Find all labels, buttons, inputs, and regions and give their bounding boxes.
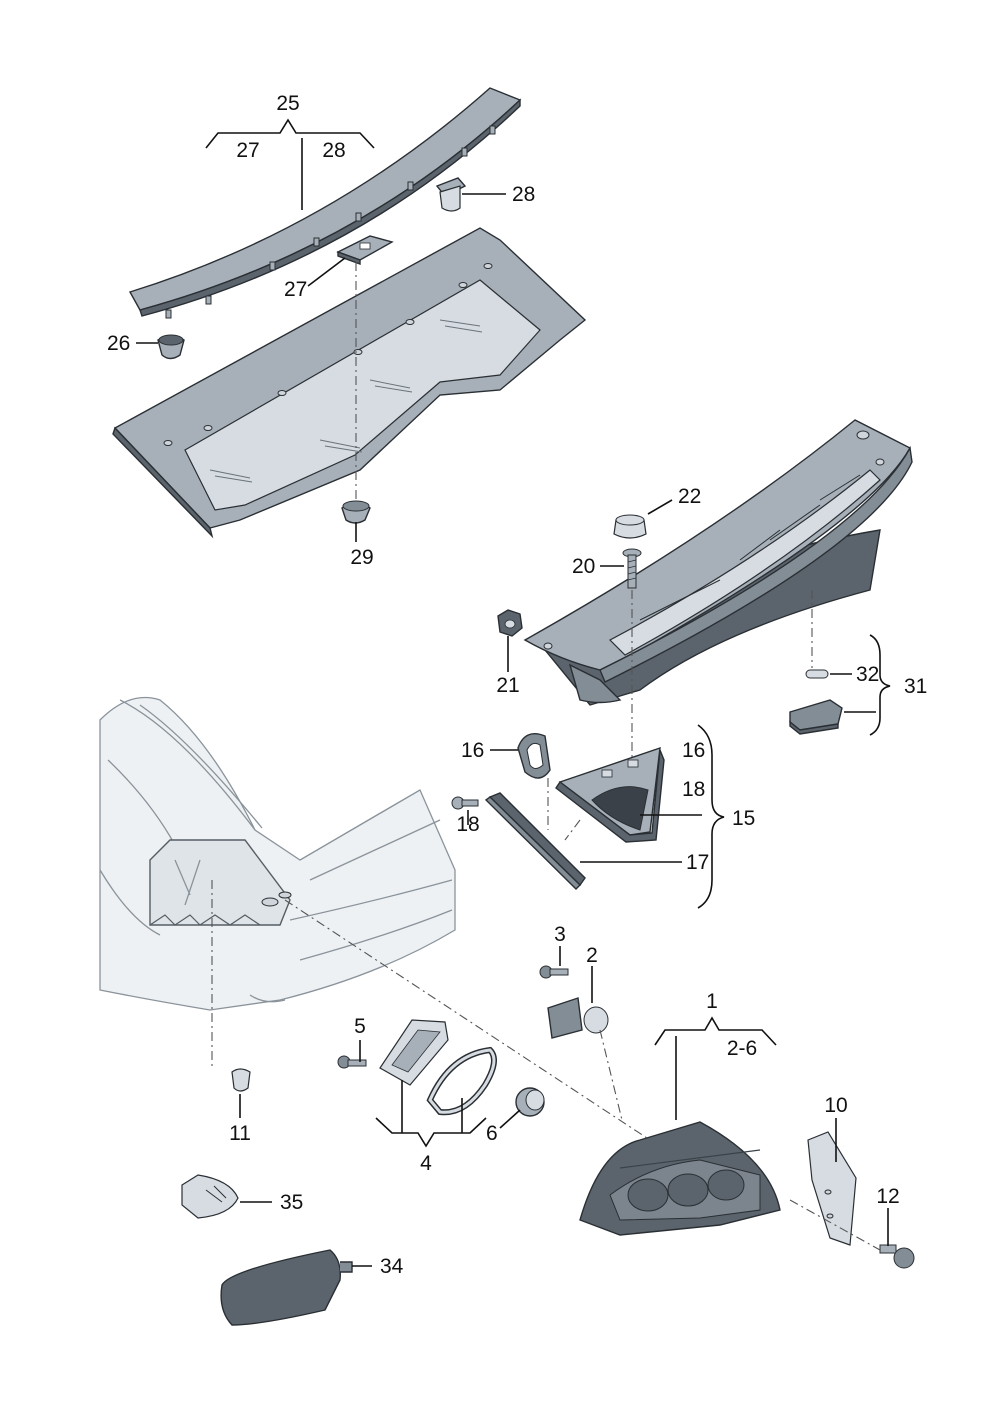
bulb-35 [181,1174,239,1219]
label-12: 12 [876,1185,899,1208]
label-27: 27 [284,278,307,301]
label-4: 4 [420,1152,432,1175]
clip-27 [336,235,394,265]
bulb-32 [805,669,829,679]
nut-21 [497,609,523,637]
seal-17 [484,792,586,890]
label-20: 20 [572,555,595,578]
label-2: 2 [586,944,598,967]
cap-22 [613,514,647,539]
label-1: 1 [706,990,718,1013]
label-6: 6 [486,1122,498,1145]
assembly-dashed-lines [211,262,881,1251]
screw-12 [879,1244,915,1269]
label-10: 10 [824,1094,847,1117]
seal-4 [426,1046,497,1116]
label-17: 17 [686,851,709,874]
label-18-left: 18 [456,813,479,836]
carrier-plate-4 [379,1019,449,1086]
clip-29 [341,500,371,524]
tail-light-1 [579,1121,781,1236]
brake-light-housing [555,746,665,843]
grommet-6 [515,1087,545,1117]
car-rear-body [99,696,456,1011]
label-31: 31 [904,675,927,698]
bracket-10 [807,1131,857,1246]
label-32: 32 [856,663,879,686]
label-2-6: 2-6 [727,1037,757,1060]
label-16-right: 16 [682,739,705,762]
screw-3 [539,965,569,979]
screw-20 [622,548,642,589]
clip-28 [435,177,467,212]
bulb-holder-2 [547,997,609,1039]
label-16-left: 16 [461,739,484,762]
cover-34 [220,1249,353,1326]
label-25: 25 [276,92,299,115]
lid-strip-panel [523,419,913,706]
label-22: 22 [678,485,701,508]
part-labels: 25 27 28 28 27 26 29 22 20 21 32 31 16 1… [107,92,927,1278]
screw-5 [337,1055,367,1069]
label-28-top: 28 [322,139,345,162]
label-34: 34 [380,1255,404,1278]
label-5: 5 [354,1015,366,1038]
label-28: 28 [512,183,535,206]
clip-11 [231,1068,251,1092]
label-18-right: 18 [682,778,705,801]
trim-strip-25 [128,87,522,319]
leader-lines [136,118,891,1267]
label-11: 11 [229,1122,251,1145]
label-3: 3 [554,923,566,946]
number-plate-lamp-31 [789,699,843,735]
label-21: 21 [496,674,519,697]
label-29: 29 [350,546,373,569]
rear-shelf-panel [112,227,587,539]
clip-26 [157,334,185,360]
screw-18 [451,796,479,810]
label-35: 35 [280,1191,303,1214]
gasket-16 [517,733,551,779]
label-15: 15 [732,807,755,830]
label-26: 26 [107,332,130,355]
label-27-top: 27 [236,139,259,162]
